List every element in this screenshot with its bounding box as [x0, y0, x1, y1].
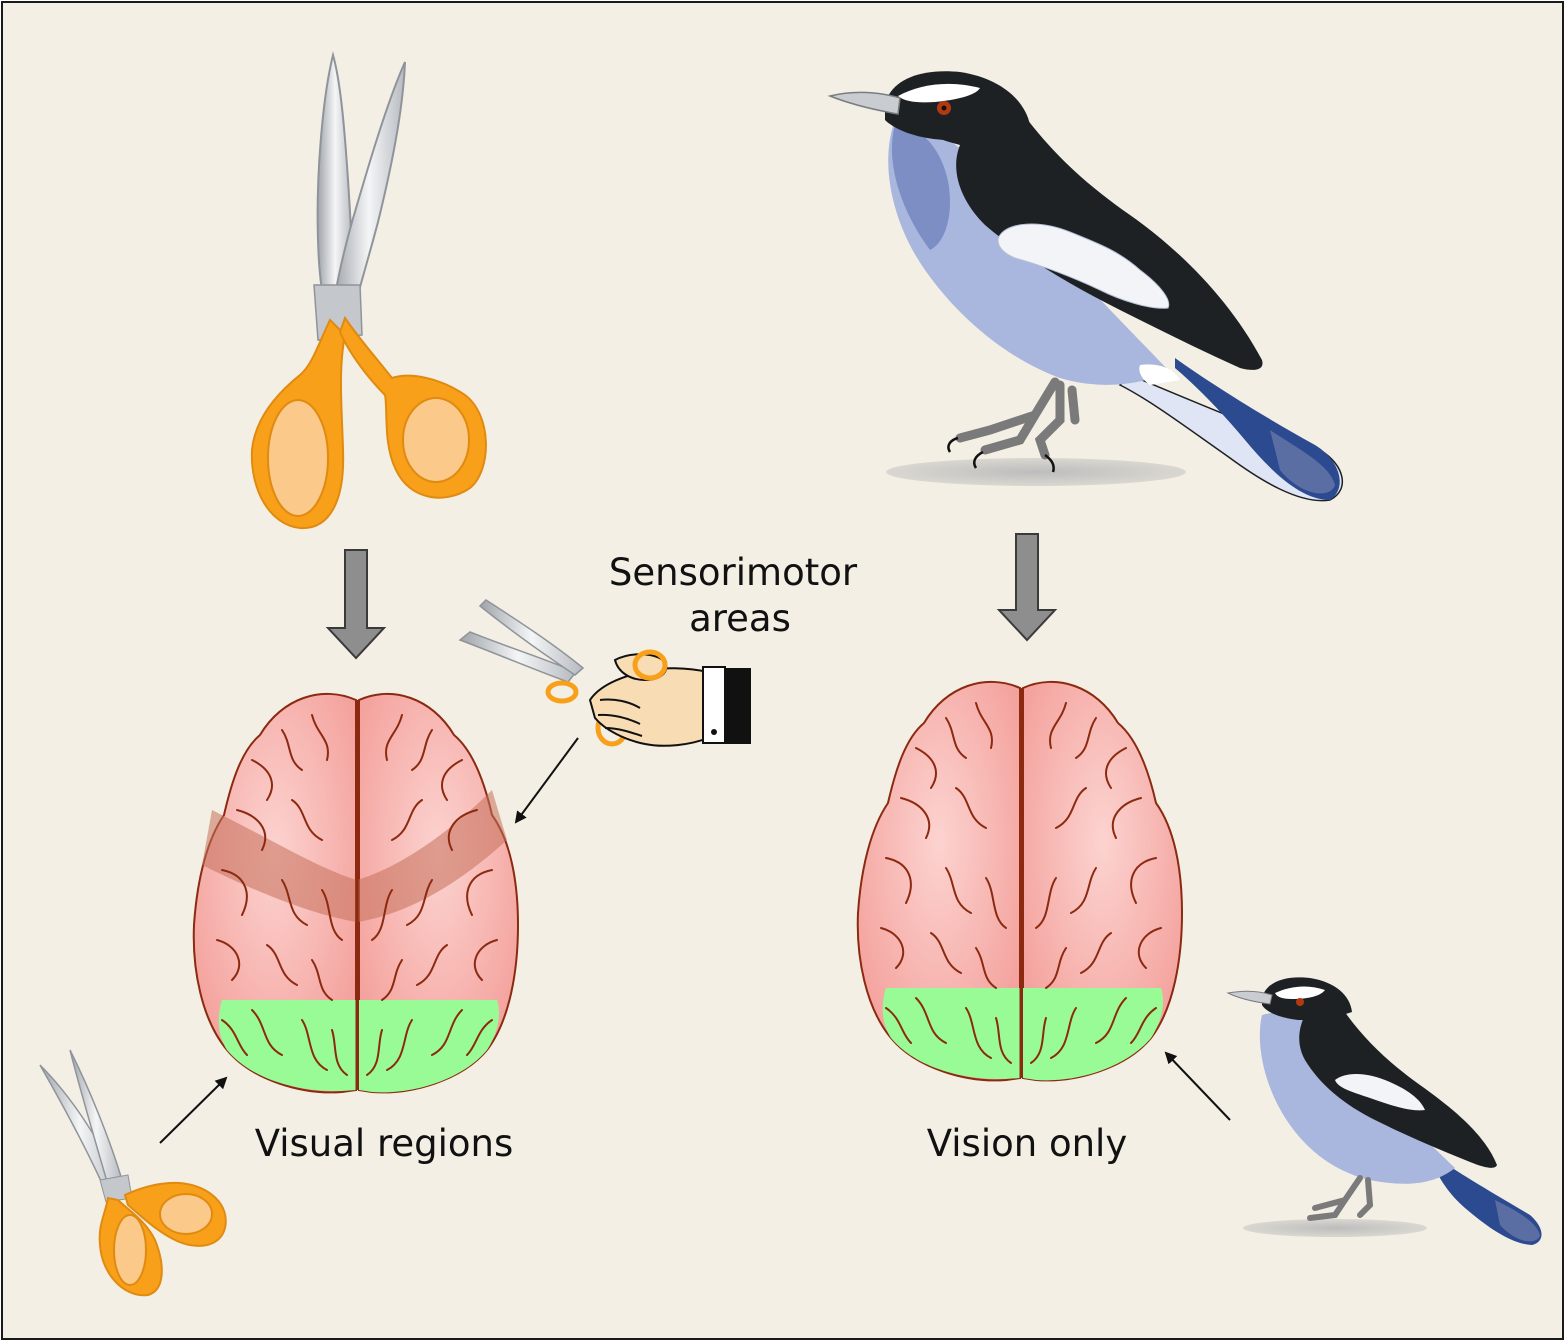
sensorimotor-label-line2: areas — [689, 597, 791, 640]
vision-only-label: Vision only — [927, 1122, 1127, 1165]
visual-regions-label: Visual regions — [255, 1122, 514, 1165]
sensorimotor-label-line1: Sensorimotor — [609, 551, 858, 594]
